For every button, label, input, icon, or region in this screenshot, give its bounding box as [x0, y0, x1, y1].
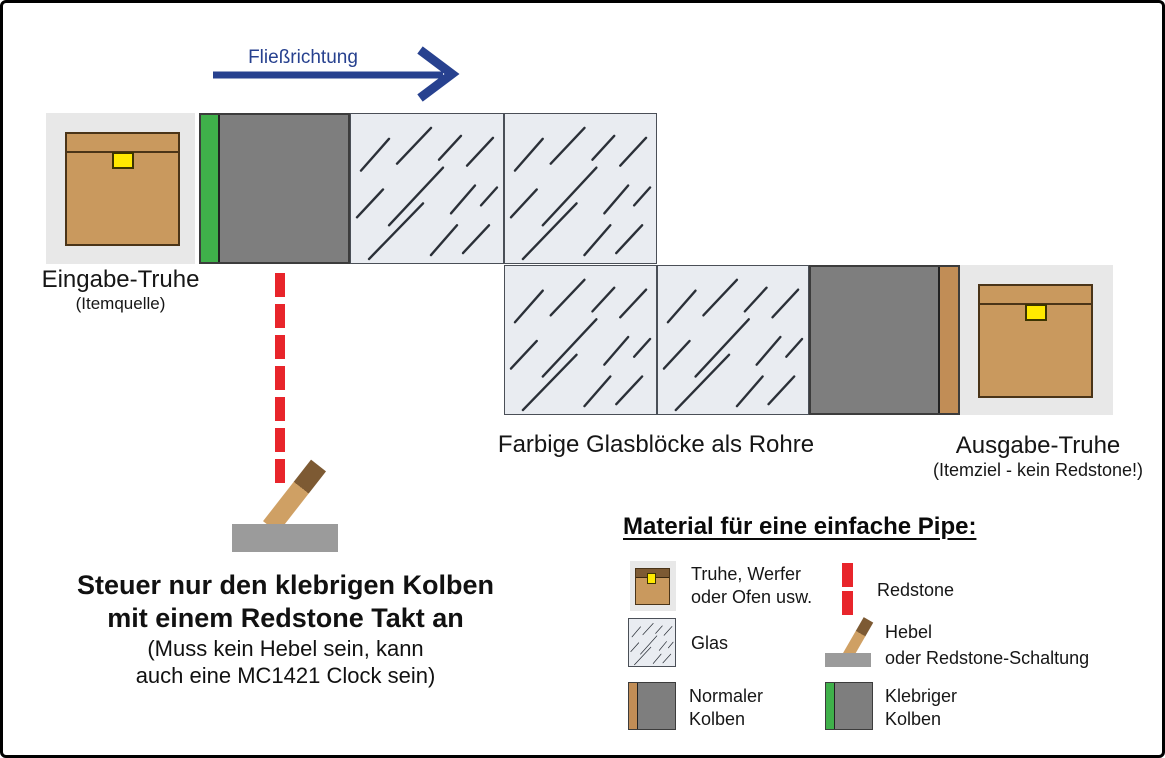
legend-title: Material für eine einfache Pipe:: [623, 513, 977, 540]
sticky-piston-block: [199, 113, 350, 264]
glass-block-1: [350, 113, 504, 264]
lever-stick-icon: [263, 459, 327, 533]
output-chest-title: Ausgabe-Truhe: [955, 432, 1121, 459]
input-chest-title: Eingabe-Truhe: [41, 266, 200, 293]
legend-label-lever: Hebel oder Redstone-Schaltung: [885, 622, 1090, 668]
input-chest-label: Eingabe-Truhe (Itemquelle): [28, 266, 213, 314]
glass-block-4: [657, 265, 809, 415]
chest-latch: [111, 152, 134, 169]
normal-piston-block: [809, 265, 960, 415]
input-chest-background-block: [46, 113, 195, 264]
normal-piston-icon: [628, 682, 676, 730]
glass-block-icon: [628, 618, 676, 667]
arrow-right-icon: [213, 46, 460, 102]
glass-block-2: [504, 113, 657, 264]
chest-latch: [1024, 304, 1047, 321]
legend-label-sticky-piston: Klebriger Kolben: [885, 686, 958, 729]
sticky-piston-green-face: [201, 115, 220, 262]
chest-icon: [630, 561, 676, 611]
output-chest-background-block: [960, 265, 1113, 415]
normal-piston-wood-face: [938, 267, 958, 413]
lever-base-icon: [232, 524, 338, 552]
legend-label-glass: Glas: [691, 633, 729, 653]
glass-block-3: [504, 265, 657, 415]
sticky-piston-body: [220, 115, 348, 262]
legend-label-redstone: Redstone: [877, 580, 955, 600]
input-chest: [65, 132, 180, 246]
legend-label-normal-piston: Normaler Kolben: [689, 686, 764, 729]
legend-label-chest: Truhe, Werfer oder Ofen usw.: [691, 564, 813, 607]
piston-control-note: Steuer nur den klebrigen Kolben mit eine…: [76, 570, 495, 688]
output-chest: [978, 284, 1093, 398]
output-chest-subtitle: (Itemziel - kein Redstone!): [932, 460, 1144, 480]
input-chest-subtitle: (Itemquelle): [75, 294, 166, 313]
output-chest-label: Ausgabe-Truhe (Itemziel - kein Redstone!…: [918, 432, 1158, 481]
redstone-icon: [842, 563, 853, 615]
flow-direction-label: Fließrichtung: [248, 47, 358, 68]
redstone-dashed-line-icon: [275, 273, 285, 484]
sticky-piston-icon: [825, 682, 873, 730]
lever-base-small-icon: [825, 653, 871, 667]
normal-piston-body: [811, 267, 938, 413]
glass-pipes-label: Farbige Glasblöcke als Rohre: [497, 431, 815, 458]
